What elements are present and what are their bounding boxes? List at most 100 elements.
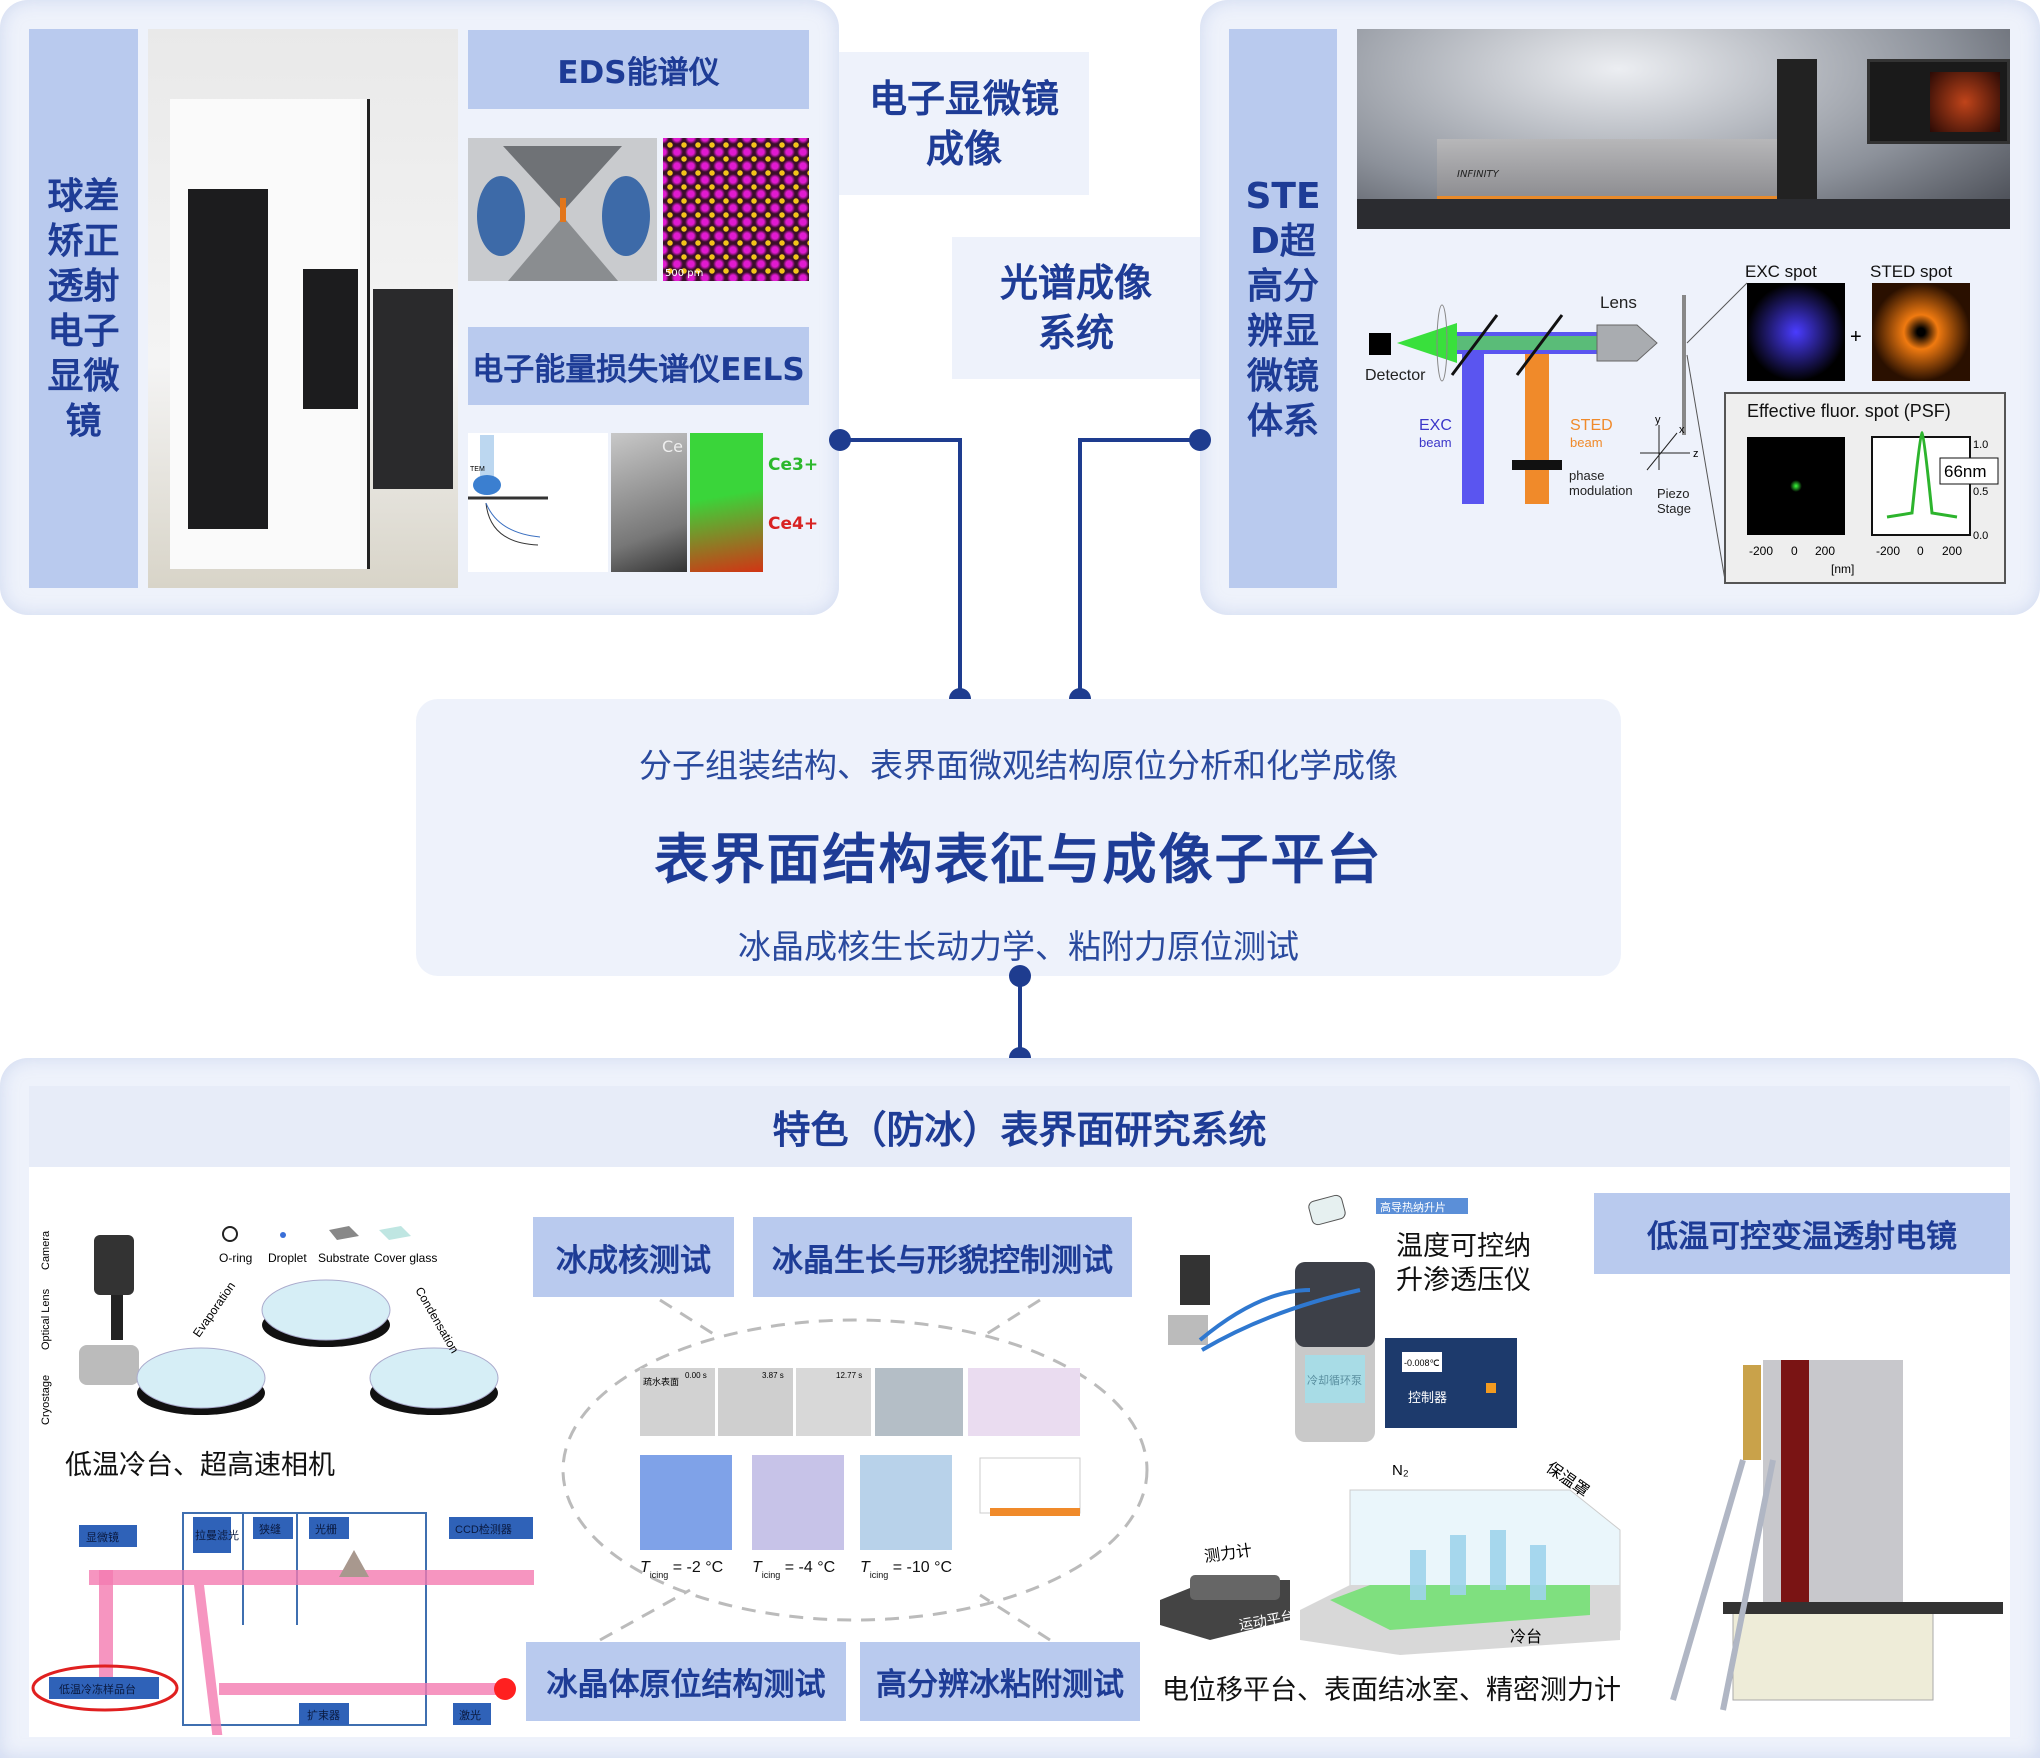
cryostage-camera-figure: Camera Optical Lens Cryostage O-ring Dro… <box>40 1226 499 1425</box>
ce4-label: Ce4+ <box>768 514 819 534</box>
ticing-label-3: Ticing = -10 °C <box>860 1559 952 1580</box>
platform-title: 表界面结构表征与成像子平台 <box>654 828 1383 891</box>
eels-gray-image: Ce <box>611 433 687 572</box>
hydrophobic-text: 疏水表面 <box>643 1376 679 1387</box>
force-caption: 电位移平台、表面结冰室、精密测力计 <box>1162 1675 1621 1706</box>
evaporation-text: Evaporation <box>190 1279 238 1339</box>
cryostage-text: Cryostage <box>40 1375 52 1425</box>
ytick: 0.5 <box>1973 486 1988 498</box>
raman-filter-text: 拉曼滤光 <box>195 1528 239 1542</box>
osmometer-figure: 高导热纳升片 冷却循环泵 -0.008℃ 控制器 <box>1168 1194 1517 1442</box>
eds-scale: 500 pm <box>665 268 704 279</box>
nucleation-test-label: 冰成核测试 <box>533 1217 734 1297</box>
controller-text: 控制器 <box>1408 1390 1447 1405</box>
grating-text: 光栅 <box>315 1522 337 1536</box>
platform-subtitle-top: 分子组装结构、表界面微观结构原位分析和化学成像 <box>639 746 1398 785</box>
xtick: 200 <box>1942 544 1962 558</box>
xtick: 0 <box>1791 544 1798 558</box>
eds-map-image: 500 pm <box>663 138 809 281</box>
axis-x: x <box>1679 424 1685 436</box>
connector-line <box>1078 438 1200 442</box>
optical-lens-text: Optical Lens <box>40 1288 52 1350</box>
connector-dot <box>1189 429 1211 451</box>
piezo-text: Piezo <box>1657 486 1690 501</box>
chip-text: 高导热纳升片 <box>1380 1200 1446 1214</box>
ytick: 1.0 <box>1973 439 1988 451</box>
cryo-tem-label: 低温可控变温透射电镜 <box>1594 1193 2010 1274</box>
sted-text: STED <box>1570 417 1613 434</box>
em-imaging-text: 电子显微镜成像 <box>868 76 1059 171</box>
ice-micrographs: 疏水表面 0.00 s 3.87 s 12.77 s Ticing = -2 °… <box>561 1298 1149 1642</box>
phase-text: phase <box>1569 468 1604 483</box>
spectral-imaging-text: 光谱成像系统 <box>999 261 1152 355</box>
fwhm-label: 66nm <box>1944 462 1987 481</box>
sted-diagram: Detector Lens EXC beam STED beam phase m… <box>1365 262 2006 584</box>
unit-label: [nm] <box>1831 562 1854 576</box>
xtick: -200 <box>1876 544 1900 558</box>
plus-text: + <box>1850 326 1862 348</box>
anti-icing-header: 特色（防冰）表界面研究系统 <box>29 1086 2010 1167</box>
camera-text: Camera <box>40 1230 52 1270</box>
stage-text: Stage <box>1657 501 1691 516</box>
eels-color-map <box>690 433 763 572</box>
condensation-text: Condensation <box>412 1285 461 1356</box>
force-meter-text: 测力计 <box>1203 1541 1253 1566</box>
xtick: 200 <box>1815 544 1835 558</box>
detector-text: Detector <box>1365 367 1426 384</box>
sted-photo: INFINITY <box>1357 29 2010 229</box>
tem-label: 球差矫正透射电子显微镜 <box>29 29 138 588</box>
psf-title: Effective fluor. spot (PSF) <box>1747 401 1951 421</box>
oring-text: O-ring <box>219 1251 252 1265</box>
time-text: 0.00 s <box>685 1371 707 1380</box>
n2-text: N₂ <box>1392 1462 1409 1479</box>
lens-text: Lens <box>1600 293 1637 312</box>
adhesion-test-label: 高分辨冰粘附测试 <box>860 1642 1140 1721</box>
infinity-brand: INFINITY <box>1457 169 1499 180</box>
axis-z: z <box>1693 448 1699 460</box>
droplet-text: Droplet <box>268 1251 307 1265</box>
sample-stage-text: 低温冷冻样品台 <box>59 1682 136 1696</box>
eels-schematic: TEM <box>468 433 608 572</box>
ytick: 0.0 <box>1973 530 1988 542</box>
growth-test-label: 冰晶生长与形貌控制测试 <box>753 1217 1132 1297</box>
axis-y: y <box>1655 414 1661 426</box>
pump-text: 冷却循环泵 <box>1307 1374 1362 1387</box>
connector-line <box>958 438 962 699</box>
connector-dot <box>829 429 851 451</box>
time-text: 12.77 s <box>836 1371 862 1380</box>
time-text: 3.87 s <box>762 1371 784 1380</box>
xtick: 0 <box>1917 544 1924 558</box>
cold-stage-text: 冷台 <box>1510 1628 1542 1646</box>
cryo-tem-figure <box>1670 1360 2003 1711</box>
osmometer-caption: 温度可控纳升渗透压仪 <box>1396 1231 1531 1296</box>
slit-text: 狭缝 <box>259 1522 281 1536</box>
eels-ce-text: Ce <box>661 437 683 456</box>
tem-photo <box>148 29 458 588</box>
ticing-label-1: Ticing = -2 °C <box>640 1559 723 1580</box>
spectral-imaging-label: 光谱成像系统 <box>952 237 1200 379</box>
connector-dot <box>1009 965 1031 987</box>
platform-subtitle-bottom: 冰晶成核生长动力学、粘附力原位测试 <box>738 927 1299 966</box>
anti-icing-title: 特色（防冰）表界面研究系统 <box>772 1108 1267 1152</box>
ticing-label-2: Ticing = -4 °C <box>752 1559 835 1580</box>
exc-beam-text: beam <box>1419 435 1452 450</box>
reading-text: -0.008℃ <box>1404 1358 1440 1368</box>
exc-text: EXC <box>1419 417 1452 434</box>
sted-label: STED超高分辨显微镜体系 <box>1229 29 1337 588</box>
eels-tem-text: TEM <box>470 466 485 473</box>
expander-text: 扩束器 <box>307 1708 340 1722</box>
connector-line <box>1018 976 1022 1058</box>
microscope-text: 显微镜 <box>86 1530 119 1544</box>
sted-spot-title: STED spot <box>1870 262 1952 281</box>
connector-line <box>839 438 962 442</box>
xtick: -200 <box>1749 544 1773 558</box>
eds-detector-image <box>468 138 657 281</box>
eds-label: EDS能谱仪 <box>468 30 809 109</box>
eels-label: 电子能量损失谱仪EELS <box>468 327 809 405</box>
ce3-label: Ce3+ <box>768 455 819 475</box>
cryo-caption: 低温冷台、超高速相机 <box>65 1450 335 1481</box>
connector-line <box>1078 438 1082 699</box>
em-imaging-label: 电子显微镜成像 <box>839 52 1089 195</box>
sted-beam-text: beam <box>1570 435 1603 450</box>
